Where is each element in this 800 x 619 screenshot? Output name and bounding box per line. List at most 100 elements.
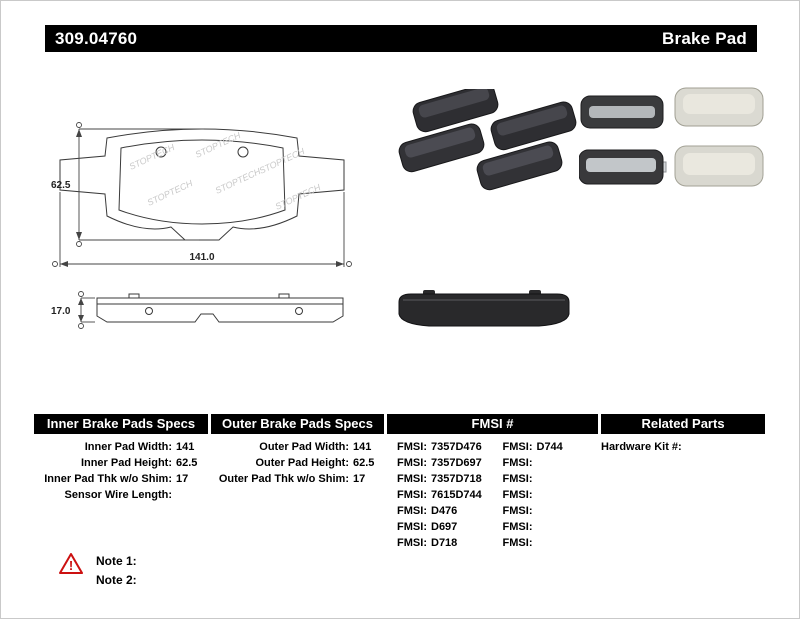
table-row: FMSI:: [493, 503, 599, 519]
table-row: FMSI:D744: [493, 439, 599, 455]
table-row: Outer Pad Width: 141: [211, 439, 384, 455]
spec-value: 7357D718: [431, 473, 482, 485]
fmsi-table: FMSI # FMSI: 7357D476 FMSI: 7357D697 FMSI:…: [387, 414, 598, 551]
table-row: Inner Pad Height: 62.5: [34, 455, 208, 471]
related-parts-table: Related Parts Hardware Kit #:: [601, 414, 765, 455]
side-hole-right: [295, 307, 303, 315]
table-row: FMSI: 7357D697: [387, 455, 493, 471]
spec-value: [533, 487, 599, 503]
spec-label: FMSI:: [397, 473, 427, 485]
pad-hole-left: [155, 146, 167, 158]
spec-value: 7615D744: [431, 489, 482, 501]
brake-pads-photo-hardware: [579, 87, 764, 187]
spec-value: [172, 487, 208, 503]
spec-label: Inner Pad Width:: [84, 441, 172, 453]
edge-pad-body: [398, 293, 570, 327]
spec-value: 62.5: [353, 457, 375, 469]
spec-label: FMSI:: [397, 505, 427, 517]
spec-label: FMSI:: [502, 489, 533, 501]
width-dimension-label: 141.0: [189, 252, 214, 263]
table-row: FMSI: 7357D718: [387, 471, 493, 487]
part-number: 309.04760: [55, 28, 138, 48]
warning-icon: !: [59, 553, 83, 574]
fmsi-header: FMSI #: [387, 414, 598, 434]
watermark-text: STOPTECH: [194, 130, 243, 160]
spec-value: 7357D697: [431, 457, 482, 469]
table-row: FMSI:: [493, 471, 599, 487]
table-row: Outer Pad Thk w/o Shim: 17: [211, 471, 384, 487]
pad-hole-right: [237, 146, 249, 158]
spec-label: FMSI:: [502, 457, 533, 469]
table-row: FMSI: D476: [387, 503, 493, 519]
width-dimension: 141.0: [52, 192, 352, 267]
pad-front-view-diagram: STOPTECH STOPTECH STOPTECH STOPTECH STOP…: [51, 122, 352, 267]
spec-label: FMSI:: [397, 489, 427, 501]
spec-label: Outer Pad Width:: [259, 441, 349, 453]
spec-value: 7357D476: [431, 441, 482, 453]
spec-value: D476: [431, 505, 458, 517]
height-dimension: 62.5: [51, 122, 204, 247]
spec-value: D744: [536, 441, 563, 453]
inner-specs-header: Inner Brake Pads Specs: [34, 414, 208, 434]
shim-pad-1: [580, 95, 664, 129]
dark-pad-1: [412, 89, 499, 133]
spec-value: [533, 455, 599, 471]
svg-text:!: !: [69, 558, 73, 573]
spec-label: FMSI:: [397, 441, 427, 453]
brake-pad-edge-photo: [398, 290, 570, 327]
note-2-label: Note 2:: [96, 573, 137, 587]
inner-specs-table: Inner Brake Pads Specs Inner Pad Width: …: [34, 414, 208, 503]
dark-pad-3: [398, 123, 485, 173]
spec-value: [533, 503, 599, 519]
watermark-text: STOPTECH: [128, 142, 177, 172]
spec-label: Outer Pad Height:: [255, 457, 349, 469]
friction-material-outline: [118, 139, 286, 225]
spec-label: Sensor Wire Length:: [64, 489, 172, 501]
dark-pad-2: [490, 101, 577, 151]
spec-value: 141: [176, 441, 195, 453]
brake-pads-photo-dark: [398, 89, 577, 191]
table-row: FMSI:: [493, 487, 599, 503]
spec-label: FMSI:: [397, 457, 427, 469]
spec-value: [533, 535, 599, 551]
spec-value: [533, 471, 599, 487]
outer-specs-table: Outer Brake Pads Specs Outer Pad Width: …: [211, 414, 384, 487]
pad-side-outline: [96, 297, 344, 323]
table-row: Hardware Kit #:: [601, 439, 765, 455]
watermark-text: STOPTECH: [214, 166, 263, 196]
table-row: FMSI:: [493, 455, 599, 471]
table-row: Inner Pad Thk w/o Shim: 17: [34, 471, 208, 487]
spec-value: 62.5: [176, 457, 198, 469]
related-parts-header: Related Parts: [601, 414, 765, 434]
thickness-dimension-label: 17.0: [51, 306, 71, 317]
spec-value: [533, 519, 599, 535]
header-bar: 309.04760 Brake Pad: [45, 25, 757, 52]
spec-label: FMSI:: [502, 505, 533, 517]
spec-label: Outer Pad Thk w/o Shim:: [218, 473, 349, 485]
note-1-label: Note 1:: [96, 554, 137, 568]
spec-label: FMSI:: [502, 473, 533, 485]
table-row: Sensor Wire Length:: [34, 487, 208, 503]
table-row: FMSI:: [493, 519, 599, 535]
table-row: FMSI:D697: [387, 519, 493, 535]
height-dimension-label: 62.5: [51, 180, 71, 191]
table-row: Outer Pad Height: 62.5: [211, 455, 384, 471]
product-title: Brake Pad: [662, 28, 747, 48]
spec-label: FMSI:: [502, 441, 533, 453]
spec-label: Hardware Kit #:: [601, 441, 682, 453]
spec-value: 141: [353, 441, 372, 453]
table-row: FMSI:D718: [387, 535, 493, 551]
spec-label: FMSI:: [397, 537, 427, 549]
spec-value: 17: [176, 473, 189, 485]
side-hole-left: [145, 307, 153, 315]
spec-label: FMSI:: [502, 521, 533, 533]
thickness-dimension: 17.0: [51, 291, 95, 329]
table-row: FMSI:: [493, 535, 599, 551]
outer-specs-header: Outer Brake Pads Specs: [211, 414, 384, 434]
side-tab-right: [278, 293, 290, 299]
spec-label: Inner Pad Thk w/o Shim:: [44, 473, 172, 485]
fmsi-column-2: FMSI:D744 FMSI: FMSI: FMSI: FMSI: FMSI: …: [493, 439, 599, 551]
shim-pad-2: [579, 149, 667, 185]
side-tab-left: [128, 293, 140, 299]
